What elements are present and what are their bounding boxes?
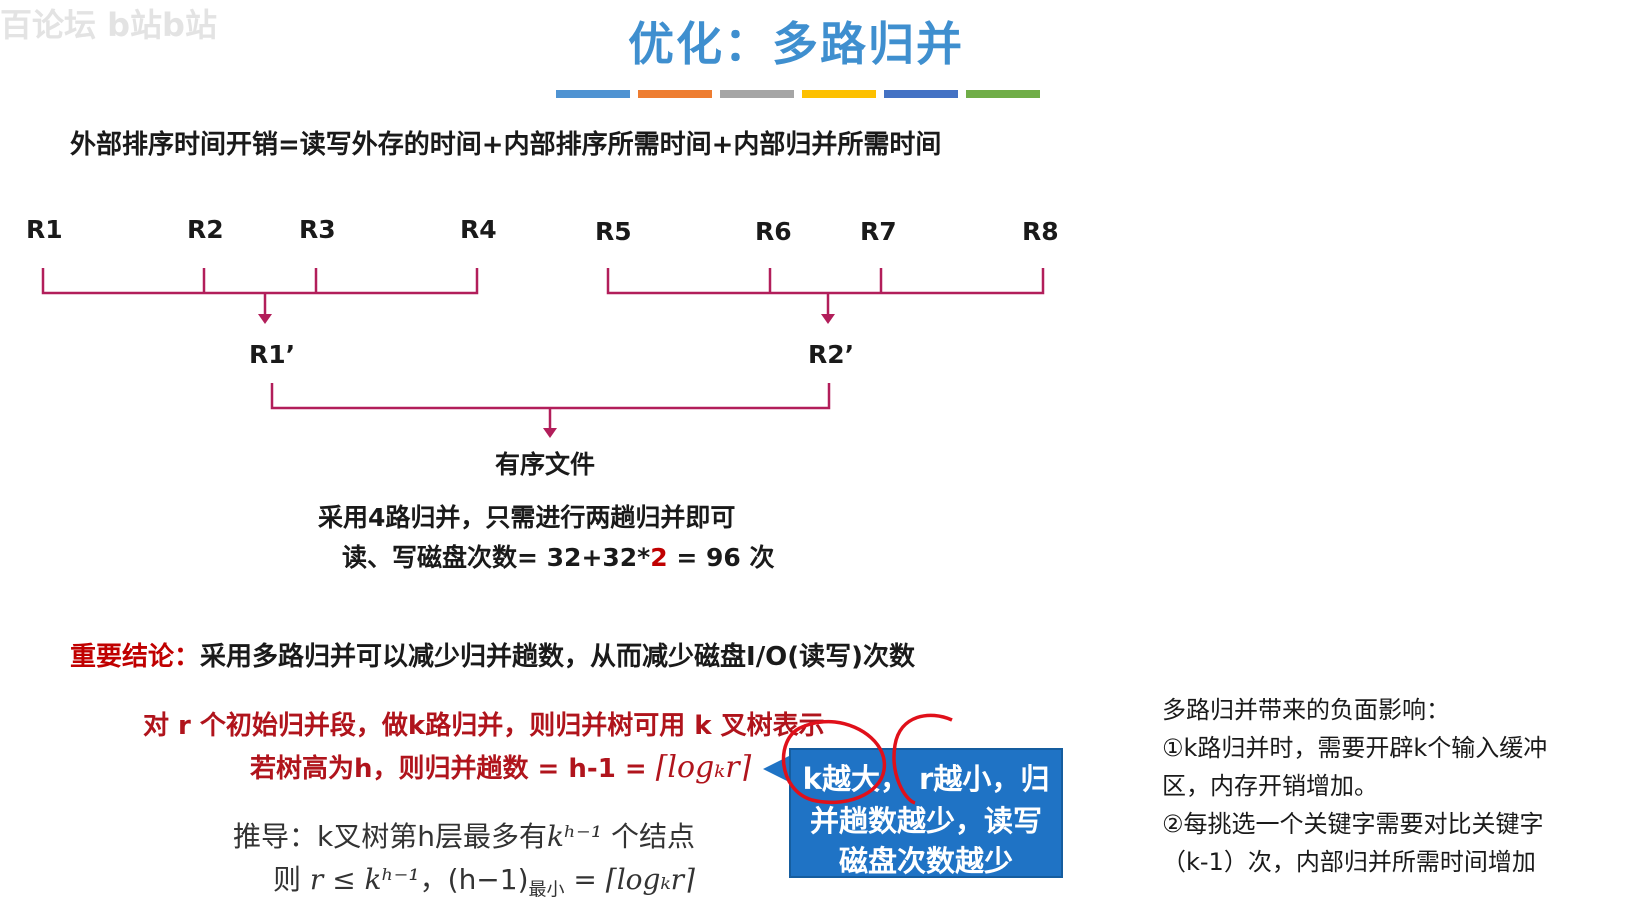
conclusion-label: 重要结论：: [70, 642, 201, 672]
run-label: R1: [26, 215, 63, 244]
callout-line-3: 磁盘次数越少: [838, 844, 1013, 878]
four-way-merge-note: 采用4路归并，只需进行两趟归并即可: [318, 503, 736, 532]
title-bar-segment: [720, 90, 794, 98]
derivation-text-mid: ，(h−1): [419, 863, 529, 896]
derivation-math: r ≤ kʰ⁻¹: [309, 863, 420, 896]
callout-box: k越大， r越小，归 并趟数越少，读写 磁盘次数越少: [789, 748, 1063, 878]
title-bar-segment: [638, 90, 712, 98]
conclusion-text: 采用多路归并可以减少归并趟数，从而减少磁盘I/O(读写)次数: [200, 642, 916, 672]
derivation-line-1: 推导：k叉树第h层最多有kʰ⁻¹ 个结点: [233, 815, 695, 855]
run-label: R4: [460, 215, 497, 244]
left-bracket: [41, 268, 479, 295]
watermark: 百论坛 b站b站: [0, 6, 217, 44]
run-label: R8: [1022, 217, 1059, 246]
sorted-file-label: 有序文件: [495, 450, 596, 479]
side-note-item: ②每挑选一个关键字需要对比关键字: [1162, 810, 1544, 838]
merged-run-right: R2’: [808, 340, 855, 369]
merge-passes-math: ⌈logₖr⌉: [655, 750, 752, 785]
annotation-arc: [892, 713, 953, 805]
side-note-item: 区，内存开销增加。: [1162, 772, 1378, 800]
run-label: R6: [755, 217, 792, 246]
merged-run-left: R1’: [249, 340, 296, 369]
derivation-line-2: 则 r ≤ kʰ⁻¹，(h−1)最小 = ⌈logₖr⌉: [273, 858, 695, 902]
disk-io-suffix: = 96 次: [667, 543, 775, 572]
derivation-text: 则: [273, 863, 310, 896]
run-label: R5: [595, 217, 632, 246]
callout-line-2: 并趟数越少，读写: [809, 804, 1042, 838]
title-bar-segment: [966, 90, 1040, 98]
side-notes-heading: 多路归并带来的负面影响：: [1162, 696, 1450, 724]
derivation-text-suffix: 个结点: [602, 820, 695, 853]
run-label: R3: [299, 215, 336, 244]
disk-io-count: 读、写磁盘次数= 32+32*2 = 96 次: [342, 538, 775, 574]
merge-passes-text: 若树高为h，则归并趟数 = h-1 =: [250, 754, 656, 784]
derivation-subscript: 最小: [528, 879, 565, 901]
key-conclusion: 重要结论：采用多路归并可以减少归并趟数，从而减少磁盘I/O(读写)次数: [70, 636, 915, 673]
disk-io-prefix: 读、写磁盘次数= 32+32*: [342, 543, 651, 572]
merge-passes-formula: 若树高为h，则归并趟数 = h-1 = ⌈logₖr⌉: [250, 748, 751, 785]
derivation-math: kʰ⁻¹: [546, 820, 603, 853]
right-bracket: [606, 268, 1045, 295]
page-title: 优化：多路归并: [628, 17, 964, 71]
title-bar-segment: [884, 90, 958, 98]
annotation-circle: [781, 719, 887, 805]
title-bar-segment: [556, 90, 630, 98]
time-cost-formula: 外部排序时间开销=读写外存的时间+内部排序所需时间+内部归并所需时间: [70, 130, 942, 160]
k-ary-tree-statement: 对 r 个初始归并段，做k路归并，则归并树可用 k 叉树表示: [143, 711, 825, 741]
run-label: R7: [860, 217, 897, 246]
run-label: R2: [187, 215, 224, 244]
title-bar-segment: [802, 90, 876, 98]
side-note-item: ①k路归并时，需要开辟k个输入缓冲: [1162, 734, 1548, 762]
side-note-item: （k-1）次，内部归并所需时间增加: [1162, 848, 1536, 876]
derivation-math-eq: = ⌈logₖr⌉: [564, 863, 695, 896]
callout-line-1: k越大， r越小，归: [802, 762, 1050, 796]
disk-io-highlight: 2: [650, 543, 668, 572]
derivation-text: 推导：k叉树第h层最多有: [233, 820, 547, 853]
